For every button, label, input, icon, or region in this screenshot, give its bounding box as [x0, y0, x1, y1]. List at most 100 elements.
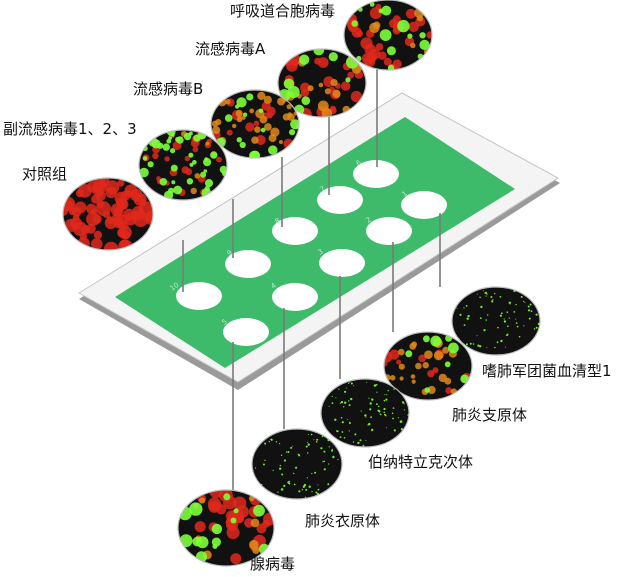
cell-spot [505, 346, 506, 348]
well-10 [176, 282, 222, 310]
cell-spot [345, 387, 347, 389]
well-number-2: 2 [365, 216, 373, 225]
cell-spot [369, 408, 372, 411]
cell-spot [385, 427, 387, 429]
cell-spot [327, 483, 330, 486]
cell-spot [506, 333, 509, 336]
cell-spot [393, 388, 395, 390]
cell-spot [518, 335, 521, 338]
cell-spot [313, 439, 315, 441]
cell-spot [503, 320, 506, 323]
cell-spot [304, 496, 307, 498]
cell-spot [93, 230, 103, 240]
cell-spot [351, 27, 363, 38]
cell-spot [279, 464, 281, 467]
cell-spot [147, 161, 154, 168]
cell-spot [387, 389, 389, 392]
cell-spot [492, 299, 494, 301]
cell-spot [341, 431, 344, 433]
cell-spot [323, 450, 326, 453]
dish-rsv [343, 0, 433, 71]
dish-legionella [451, 286, 541, 356]
well-number-7: 7 [319, 185, 327, 194]
cell-spot [317, 488, 320, 491]
cell-spot [254, 126, 261, 133]
cell-spot [204, 179, 214, 188]
cell-spot [322, 461, 324, 463]
well-5 [223, 318, 269, 346]
cell-spot [236, 116, 243, 123]
cell-spot [293, 483, 296, 486]
cell-spot [305, 445, 308, 448]
cell-spot [352, 441, 355, 443]
cell-spot [398, 348, 405, 356]
cell-spot [145, 210, 153, 223]
cell-spot [392, 407, 395, 409]
cell-spot [286, 104, 292, 110]
cell-spot [194, 521, 206, 533]
cell-spot [351, 20, 359, 27]
cell-spot [301, 489, 304, 491]
cell-spot [411, 341, 417, 348]
cell-spot [503, 318, 505, 320]
dish-control [62, 177, 154, 251]
cell-spot [383, 399, 386, 402]
cell-spot [114, 213, 128, 227]
cell-spot [383, 57, 392, 66]
cell-spot [433, 350, 444, 361]
cell-spot [389, 375, 396, 381]
cell-spot [171, 133, 175, 137]
cell-spot [184, 155, 190, 162]
cell-spot [321, 435, 324, 438]
cell-spot [156, 176, 161, 181]
cell-spot [523, 300, 525, 302]
dish-chlamydia [251, 428, 343, 500]
cell-spot [307, 441, 309, 443]
cell-spot [369, 402, 372, 405]
cell-spot [347, 419, 349, 421]
cell-spot [393, 429, 396, 432]
cell-spot [354, 433, 357, 436]
cell-spot [476, 335, 478, 337]
cell-spot [527, 309, 531, 312]
cell-spot [223, 493, 231, 501]
cell-spot [305, 488, 308, 491]
cell-spot [298, 454, 301, 457]
cell-spot [230, 553, 242, 565]
cell-spot [307, 443, 310, 446]
cell-spot [261, 101, 271, 111]
cell-spot [405, 350, 413, 358]
cell-spot [287, 481, 290, 484]
cell-spot [376, 384, 378, 386]
cell-spot [366, 381, 368, 383]
label-coxiella: 伯纳特立克次体 [368, 453, 474, 471]
cell-spot [335, 397, 337, 399]
well-number-8: 8 [274, 217, 282, 226]
well-4 [272, 283, 318, 311]
cell-spot [189, 162, 194, 167]
cell-spot [192, 536, 202, 547]
cell-spot [179, 534, 193, 548]
cell-spot [258, 543, 270, 555]
cell-spot [189, 502, 203, 516]
cell-spot [419, 32, 426, 39]
cell-spot [225, 99, 231, 105]
well-2 [366, 217, 412, 245]
cell-spot [362, 444, 365, 447]
well-9 [225, 250, 271, 278]
cell-spot [357, 441, 360, 445]
cell-spot [168, 187, 175, 194]
cell-spot [466, 317, 469, 320]
label-parainfluenza: 副流感病毒1、2、3 [3, 120, 137, 138]
cell-spot [249, 150, 260, 158]
well-1 [401, 191, 447, 219]
cell-spot [283, 459, 287, 462]
cell-spot [235, 109, 243, 118]
cell-spot [188, 152, 194, 158]
cell-spot [117, 179, 125, 187]
cell-spot [535, 313, 538, 316]
cell-spot [494, 292, 496, 295]
cell-spot [379, 29, 392, 41]
cell-spot [424, 387, 431, 393]
cell-spot [185, 168, 193, 176]
